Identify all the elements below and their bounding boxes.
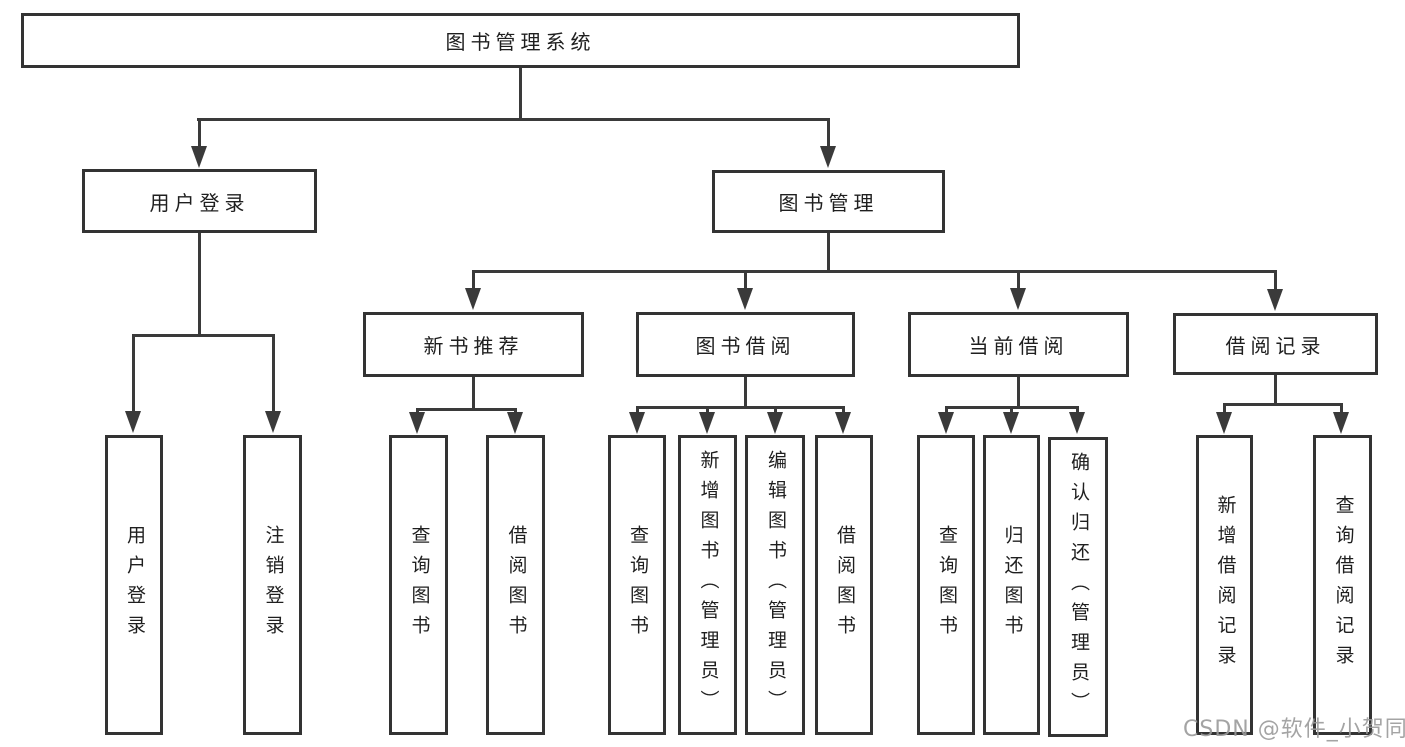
- connector-drop: [706, 406, 709, 414]
- leaf-records-query-record: 查询借阅记录: [1313, 435, 1372, 735]
- leaf-label: 查询图书: [408, 525, 431, 645]
- leaf-label: 查询图书: [935, 525, 958, 645]
- connector-management-branch: [472, 270, 1277, 273]
- arrowhead-down: [835, 412, 851, 434]
- leaf-label: 借阅图书: [833, 525, 856, 645]
- node-library-management-system: 图书管理系统: [21, 13, 1020, 68]
- arrowhead-down: [1267, 289, 1283, 311]
- watermark: CSDN @软件_小贺同学: [1183, 717, 1405, 742]
- connector-records-stem: [1274, 375, 1277, 406]
- arrowhead-down: [737, 288, 753, 310]
- connector-records-branch: [1223, 403, 1343, 406]
- arrowhead-down: [820, 146, 836, 168]
- leaf-label: 用户登录: [123, 525, 146, 645]
- connector-drop: [272, 334, 275, 412]
- leaf-label: 查询借阅记录: [1332, 495, 1355, 675]
- connector-drop: [842, 406, 845, 414]
- leaf-label: 新增图书（管理员）: [697, 450, 720, 720]
- node-current-borrowing: 当前借阅: [908, 312, 1129, 377]
- connector-borrowing-branch: [636, 406, 845, 409]
- arrowhead-down: [265, 411, 281, 433]
- arrowhead-down: [191, 146, 207, 168]
- leaf-borrowing-add-books-admin: 新增图书（管理员）: [678, 435, 737, 735]
- leaf-label: 注销登录: [262, 525, 285, 645]
- arrowhead-down: [767, 412, 783, 434]
- leaf-user-login: 用户登录: [105, 435, 163, 735]
- leaf-label: 归还图书: [1001, 525, 1024, 645]
- arrowhead-down: [1216, 412, 1232, 434]
- leaf-label: 查询图书: [626, 525, 649, 645]
- arrowhead-down: [629, 412, 645, 434]
- leaf-label: 借阅图书: [505, 525, 528, 645]
- connector-drop: [1017, 270, 1020, 290]
- leaf-recommend-query-books: 查询图书: [389, 435, 448, 735]
- leaf-current-query-books: 查询图书: [917, 435, 975, 735]
- arrowhead-down: [938, 412, 954, 434]
- connector-drop: [636, 406, 639, 414]
- node-new-book-recommend: 新书推荐: [363, 312, 584, 377]
- connector-drop: [827, 118, 830, 148]
- connector-drop: [132, 334, 135, 412]
- node-book-management: 图书管理: [712, 170, 945, 233]
- connector-drop: [744, 270, 747, 290]
- arrowhead-down: [409, 412, 425, 434]
- connector-drop: [198, 118, 201, 148]
- connector-recommend-stem: [472, 377, 475, 411]
- arrowhead-down: [1010, 288, 1026, 310]
- node-borrow-records: 借阅记录: [1173, 313, 1378, 375]
- node-user-login: 用户登录: [82, 169, 317, 233]
- arrowhead-down: [1333, 412, 1349, 434]
- connector-drop: [1223, 403, 1226, 414]
- leaf-current-confirm-return-admin: 确认归还（管理员）: [1048, 437, 1108, 737]
- connector-current-stem: [1017, 377, 1020, 409]
- connector-drop: [1340, 403, 1343, 414]
- connector-root-branch: [197, 118, 830, 121]
- arrowhead-down: [1069, 412, 1085, 434]
- leaf-label: 确认归还（管理员）: [1067, 452, 1090, 722]
- connector-drop: [416, 408, 419, 415]
- leaf-recommend-borrow-books: 借阅图书: [486, 435, 545, 735]
- leaf-label: 编辑图书（管理员）: [764, 450, 787, 720]
- leaf-borrowing-query-books: 查询图书: [608, 435, 666, 735]
- connector-management-stem: [827, 233, 830, 273]
- connector-borrowing-stem: [744, 377, 747, 409]
- connector-drop: [1274, 270, 1277, 291]
- leaf-label: 新增借阅记录: [1214, 495, 1237, 675]
- connector-recommend-branch: [416, 408, 517, 411]
- leaf-records-add-record: 新增借阅记录: [1196, 435, 1253, 735]
- connector-login-stem: [198, 233, 201, 336]
- connector-drop: [1076, 406, 1079, 414]
- arrowhead-down: [125, 411, 141, 433]
- arrowhead-down: [507, 412, 523, 434]
- arrowhead-down: [699, 412, 715, 434]
- connector-login-branch: [132, 334, 274, 337]
- leaf-current-return-books: 归还图书: [983, 435, 1040, 735]
- leaf-borrowing-edit-books-admin: 编辑图书（管理员）: [745, 435, 805, 735]
- connector-drop: [472, 270, 475, 290]
- leaf-logout: 注销登录: [243, 435, 302, 735]
- connector-drop: [945, 406, 948, 414]
- connector-drop: [1010, 406, 1013, 414]
- node-book-borrowing: 图书借阅: [636, 312, 855, 377]
- connector-root-stem: [519, 66, 522, 120]
- leaf-borrowing-borrow-books: 借阅图书: [815, 435, 873, 735]
- arrowhead-down: [1003, 412, 1019, 434]
- connector-drop: [774, 406, 777, 414]
- connector-drop: [514, 408, 517, 415]
- arrowhead-down: [465, 288, 481, 310]
